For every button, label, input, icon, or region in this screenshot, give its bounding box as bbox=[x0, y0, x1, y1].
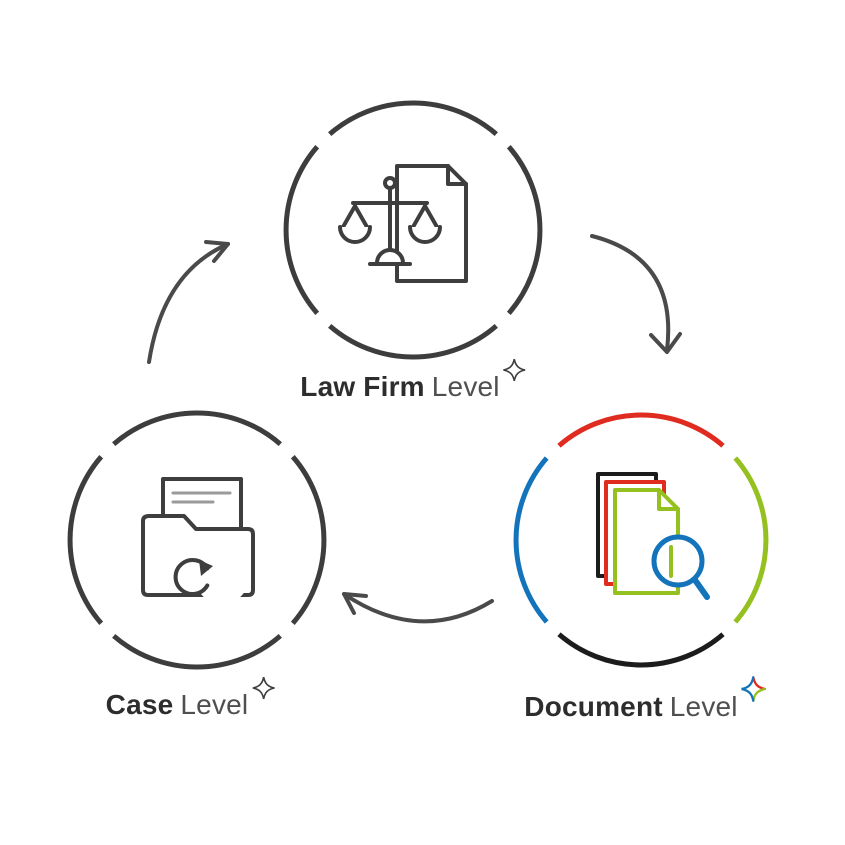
sync-arrowhead bbox=[199, 560, 213, 576]
document-circle-arc-blue bbox=[513, 456, 549, 624]
sparkle-icon bbox=[503, 358, 526, 382]
document-circle-arc-green bbox=[733, 456, 769, 624]
label-document-regular: Level bbox=[669, 691, 738, 722]
sparkle-point-blue bbox=[741, 676, 755, 702]
sparkle-multicolor-icon bbox=[741, 676, 767, 702]
scales-document-icon bbox=[338, 164, 468, 283]
label-case-bold: Case bbox=[105, 689, 174, 720]
arrow-lawfirm-to-document bbox=[590, 234, 682, 354]
sparkle-icon bbox=[252, 676, 275, 700]
folder-sync-icon bbox=[141, 477, 255, 604]
case-circle bbox=[67, 410, 327, 670]
documents-magnifier-icon bbox=[596, 472, 710, 600]
document-circle bbox=[513, 412, 769, 668]
label-law-firm-regular: Level bbox=[431, 371, 500, 402]
label-case-regular: Level bbox=[180, 689, 249, 720]
paper-text-lines bbox=[171, 491, 232, 504]
magnifier bbox=[651, 534, 710, 600]
label-document-bold: Document bbox=[524, 691, 663, 722]
document-circle-arc-red bbox=[557, 412, 725, 448]
sparkle-point-red bbox=[752, 676, 767, 691]
document-circle-arc-black bbox=[557, 632, 725, 668]
arrow-document-to-case bbox=[342, 592, 494, 624]
label-law-firm-bold: Law Firm bbox=[300, 371, 425, 402]
cycle-arrows bbox=[147, 234, 682, 624]
sparkle-point-green bbox=[752, 687, 767, 702]
arrow-case-to-lawfirm bbox=[147, 240, 230, 364]
law-firm-circle bbox=[283, 100, 543, 360]
